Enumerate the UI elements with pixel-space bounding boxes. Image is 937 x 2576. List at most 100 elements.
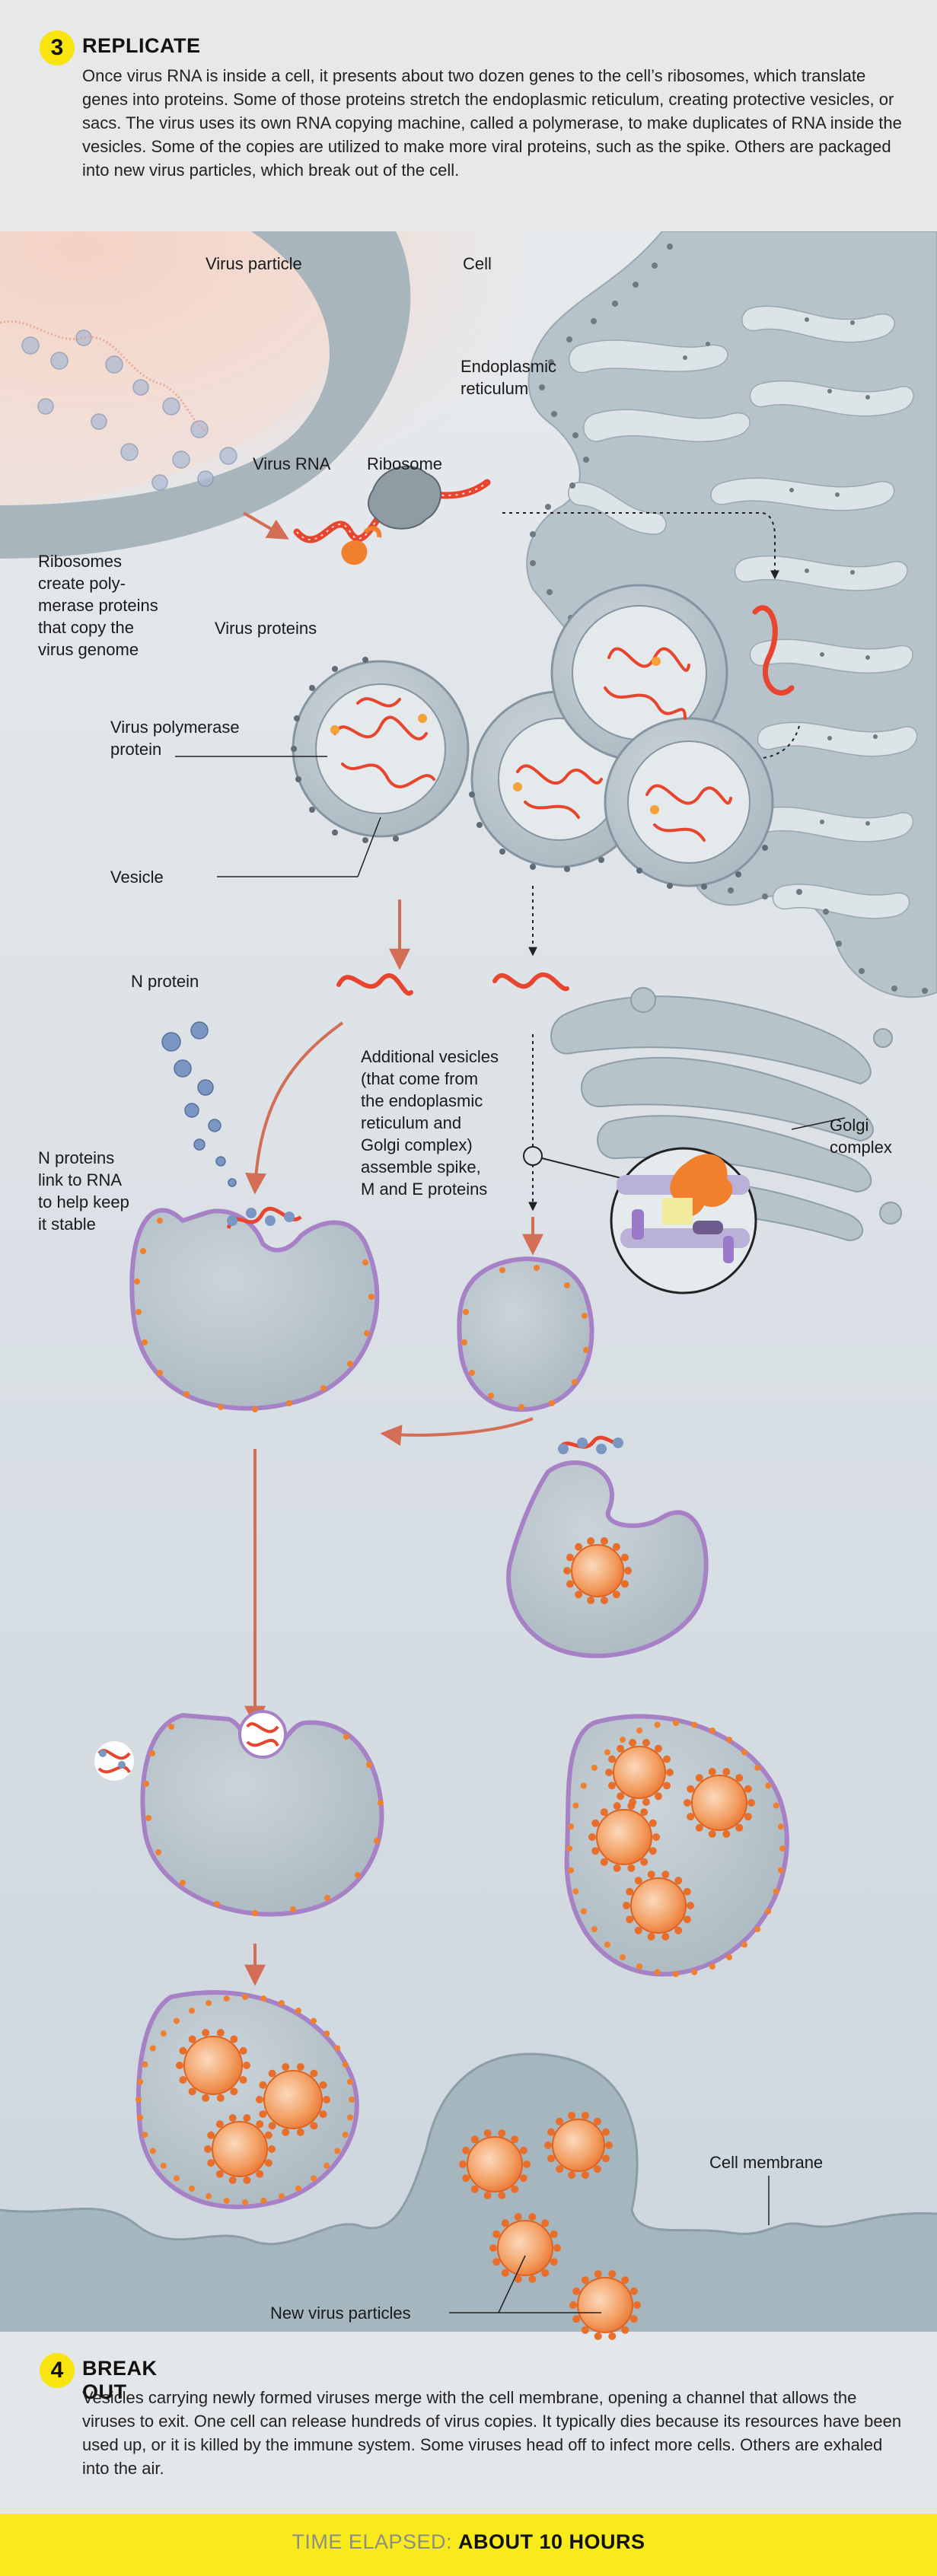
spike-dot (311, 2175, 317, 2182)
rna-to-er-arrow (502, 512, 779, 580)
spike-dot (726, 1953, 732, 1960)
spike-proteins-a (134, 1218, 374, 1412)
spike-dot (295, 2185, 301, 2192)
spike-dot (137, 2078, 144, 2085)
label-additional-vesicles-3: the endoplasmic (361, 1091, 483, 1110)
spike-dot (741, 1941, 747, 1948)
spike-dot (572, 1802, 579, 1809)
n-bound-c (558, 1438, 623, 1454)
spike-dot (726, 1737, 732, 1743)
label-n-protein: N protein (131, 972, 199, 991)
spike-dot (149, 2148, 156, 2154)
spike-dot (741, 1749, 747, 1756)
label-additional-vesicles-2: (that come from (361, 1069, 478, 1088)
spike-dot (149, 2045, 156, 2052)
spike-dot (323, 2030, 330, 2037)
step-4-badge: 4 (40, 2353, 75, 2388)
virus-particle (489, 2213, 561, 2283)
spike-dot (568, 1867, 575, 1874)
label-golgi-1: Golgi (830, 1116, 868, 1135)
spike-dot (160, 2030, 167, 2037)
n-bound-a (227, 1208, 295, 1226)
virus-particle (176, 2029, 250, 2102)
spike-dot (777, 1823, 784, 1830)
diagram-labels: Virus particle Cell Endoplasmic reticulu… (38, 254, 892, 2323)
spike-dot (709, 1727, 715, 1734)
label-additional-vesicles-5: Golgi complex) (361, 1135, 473, 1154)
spike-dot (206, 2000, 212, 2007)
spike-dot (189, 2185, 195, 2192)
spike-dot (580, 1782, 587, 1789)
spike-dot (754, 1764, 761, 1771)
spike-dot (604, 1941, 610, 1948)
spike-dot (342, 2061, 349, 2068)
spike-assembly-detail (617, 1154, 750, 1263)
label-cell-membrane: Cell membrane (709, 2153, 823, 2172)
spike-proteins-b (461, 1265, 589, 1410)
released-rna-1 (336, 973, 413, 996)
spike-dot (334, 2148, 341, 2154)
spike-dot (334, 2045, 341, 2052)
genome-strand-faded (0, 320, 206, 432)
step-4-description: Vesicles carrying newly formed viruses m… (82, 2388, 902, 2478)
label-vesicle: Vesicle (110, 868, 164, 887)
spike-dot (591, 1764, 598, 1771)
virus-particle (588, 1802, 660, 1872)
leader-lines (175, 756, 846, 2313)
label-additional-vesicles-4: reticulum and (361, 1113, 461, 1132)
label-n-proteins-note-3: to help keep (38, 1192, 129, 1212)
spike-dot (572, 1888, 579, 1895)
entry-arrow (242, 511, 289, 540)
virus-particle (459, 2129, 531, 2199)
spike-dot (754, 1926, 761, 1933)
step-3-description: Once virus RNA is inside a cell, it pres… (82, 66, 902, 180)
spike-dot (346, 2114, 353, 2121)
spike-dot (654, 1969, 661, 1976)
spike-dot (174, 2017, 180, 2024)
spike-dot (295, 2008, 301, 2014)
label-ribosomes-note-1: Ribosomes (38, 552, 122, 571)
virus-particle (204, 2114, 276, 2184)
virus-particle-body (0, 231, 396, 505)
label-ribosomes-note-4: that copy the (38, 618, 134, 637)
spike-dot (206, 2192, 212, 2199)
step-3-title: REPLICATE (82, 34, 201, 57)
spike-dot (566, 1845, 572, 1852)
spike-dot (223, 1995, 230, 2002)
n-protein-molecules (161, 1021, 237, 1187)
spike-dot (260, 1995, 267, 2002)
label-additional-vesicles-6: assemble spike, (361, 1157, 481, 1177)
step-4-title: BREAK OUT (82, 2357, 158, 2403)
label-n-proteins-note-1: N proteins (38, 1148, 114, 1167)
vesicle-b-merge-arrow (380, 1417, 534, 1446)
spike-dot (135, 2097, 142, 2103)
assembly-vesicle-a (129, 1208, 380, 1411)
virus-particle (623, 1871, 694, 1941)
spike-dot (323, 2162, 330, 2169)
er-rna-copy (752, 605, 795, 696)
spike-dot (691, 1969, 698, 1976)
polymerase-proteins (330, 657, 661, 814)
spike-dot (654, 1721, 661, 1728)
spike-dot (765, 1908, 772, 1915)
label-ribosomes-note-5: virus genome (38, 640, 139, 659)
spike-dot (620, 1737, 626, 1743)
virus-protein-blob (341, 540, 368, 565)
spike-dot (174, 2175, 180, 2182)
spike-dot (568, 1823, 575, 1830)
virus-particle (569, 2270, 641, 2340)
virus-particles (176, 1537, 755, 2340)
spike-dot (278, 2192, 285, 2199)
virus-particle (544, 2112, 613, 2179)
cell-edge (0, 231, 411, 559)
replication-diagram: Virus particle Cell Endoplasmic reticulu… (0, 231, 937, 2514)
rna-to-nprotein-arrow (245, 1021, 344, 1195)
rna-to-vesicle-arrow (728, 725, 800, 763)
released-rna-2 (492, 972, 569, 992)
spike-dot (311, 2017, 317, 2024)
spike-dot (620, 1953, 626, 1960)
spike-dot (580, 1908, 587, 1915)
label-ribosome: Ribosome (367, 454, 442, 473)
step-3-badge: 3 (40, 30, 75, 65)
spike-dot (777, 1867, 784, 1874)
